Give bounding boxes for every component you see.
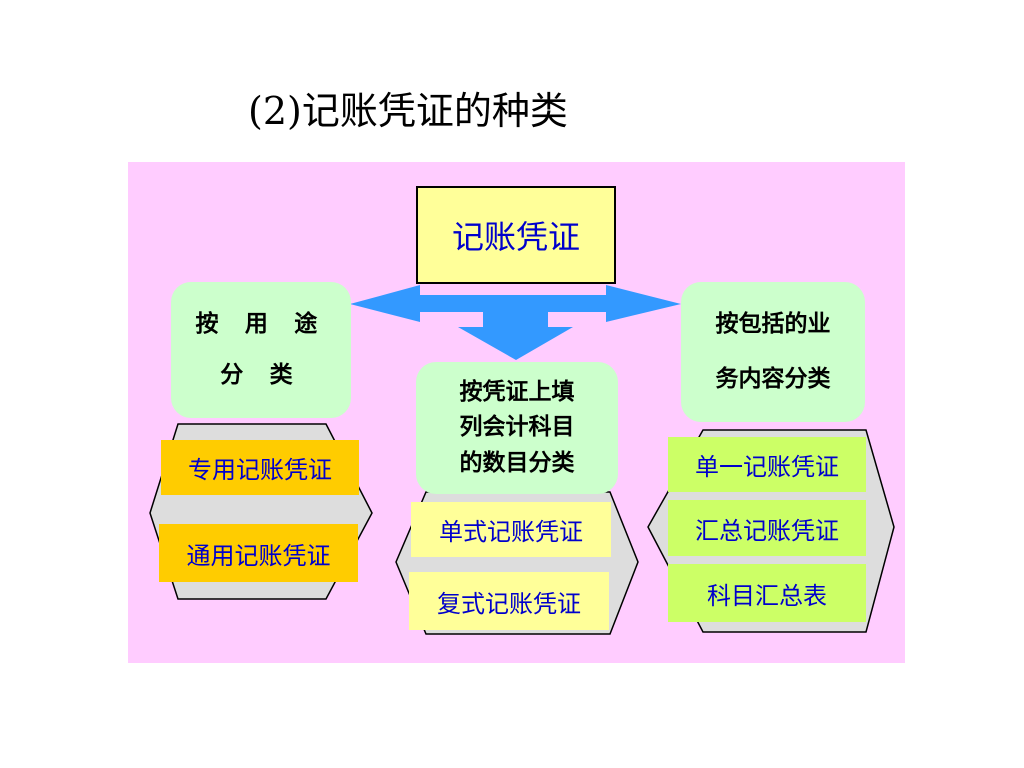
item-account-summary-table: 科目汇总表: [668, 564, 866, 622]
item-summary-voucher: 汇总记账凭证: [668, 500, 866, 556]
category-by-purpose: 按 用 途 分 类: [171, 282, 351, 418]
category-by-business-content: 按包括的业 务内容分类: [681, 282, 865, 422]
category-by-entry-count: 按凭证上填 列会计科目 的数目分类: [416, 362, 618, 494]
item-special-voucher: 专用记账凭证: [161, 440, 359, 495]
item-single-entry-voucher: 单式记账凭证: [411, 502, 611, 557]
root-node: 记账凭证: [416, 186, 616, 284]
item-double-entry-voucher: 复式记账凭证: [409, 572, 609, 630]
voucher-classification-diagram: 记账凭证 按 用 途 分 类 按凭证上填 列会计科目 的数目分类 按包括的业 务…: [128, 162, 905, 663]
item-single-voucher: 单一记账凭证: [668, 437, 866, 492]
branch-arrow: [350, 285, 681, 360]
item-general-voucher: 通用记账凭证: [159, 524, 358, 582]
page-title: (2)记账凭证的种类: [248, 89, 568, 133]
